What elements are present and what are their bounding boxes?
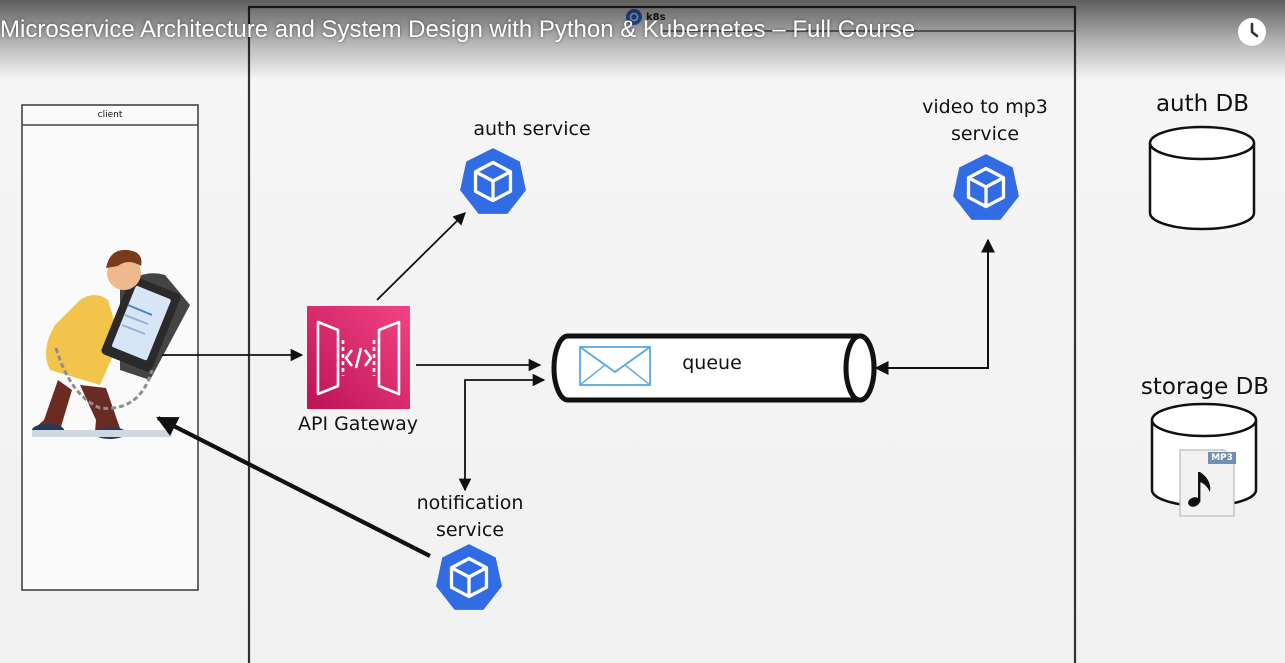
mp3-badge-text: MP3 <box>1211 453 1233 463</box>
converter-service-line2: service <box>950 123 1020 145</box>
notification-service-line2: service <box>435 519 505 541</box>
storage-db-label: storage DB <box>1140 374 1270 400</box>
notification-service-label: notification service <box>390 490 550 544</box>
converter-service-icon <box>951 152 1021 222</box>
queue-label: queue <box>682 352 742 374</box>
auth-db-label: auth DB <box>1155 91 1250 117</box>
api-gateway-label: API Gateway <box>297 413 419 435</box>
converter-service-line1: video to mp3 <box>922 96 1048 118</box>
video-title[interactable]: Microservice Architecture and System Des… <box>0 16 916 43</box>
mp3-file-icon <box>1179 449 1236 517</box>
auth-service-text: auth service <box>473 118 591 140</box>
api-gateway-icon <box>307 306 410 409</box>
watch-later-clock-icon[interactable] <box>1236 16 1268 48</box>
notification-to-client-arrow <box>156 416 431 558</box>
queue-notification-arrow <box>458 373 546 492</box>
video-top-overlay <box>0 0 1285 80</box>
notification-service-line1: notification <box>416 492 524 514</box>
converter-service-label: video to mp3 service <box>900 94 1070 148</box>
auth-service-label: auth service <box>452 116 612 143</box>
auth-db-cylinder <box>1148 125 1256 231</box>
client-label: client <box>97 110 123 120</box>
notification-service-icon <box>434 542 504 612</box>
gateway-to-auth-arrow <box>376 212 466 301</box>
envelope-icon <box>579 346 651 386</box>
auth-service-icon <box>458 146 528 216</box>
user-illustration <box>32 249 190 439</box>
queue-converter-arrow <box>874 238 995 375</box>
